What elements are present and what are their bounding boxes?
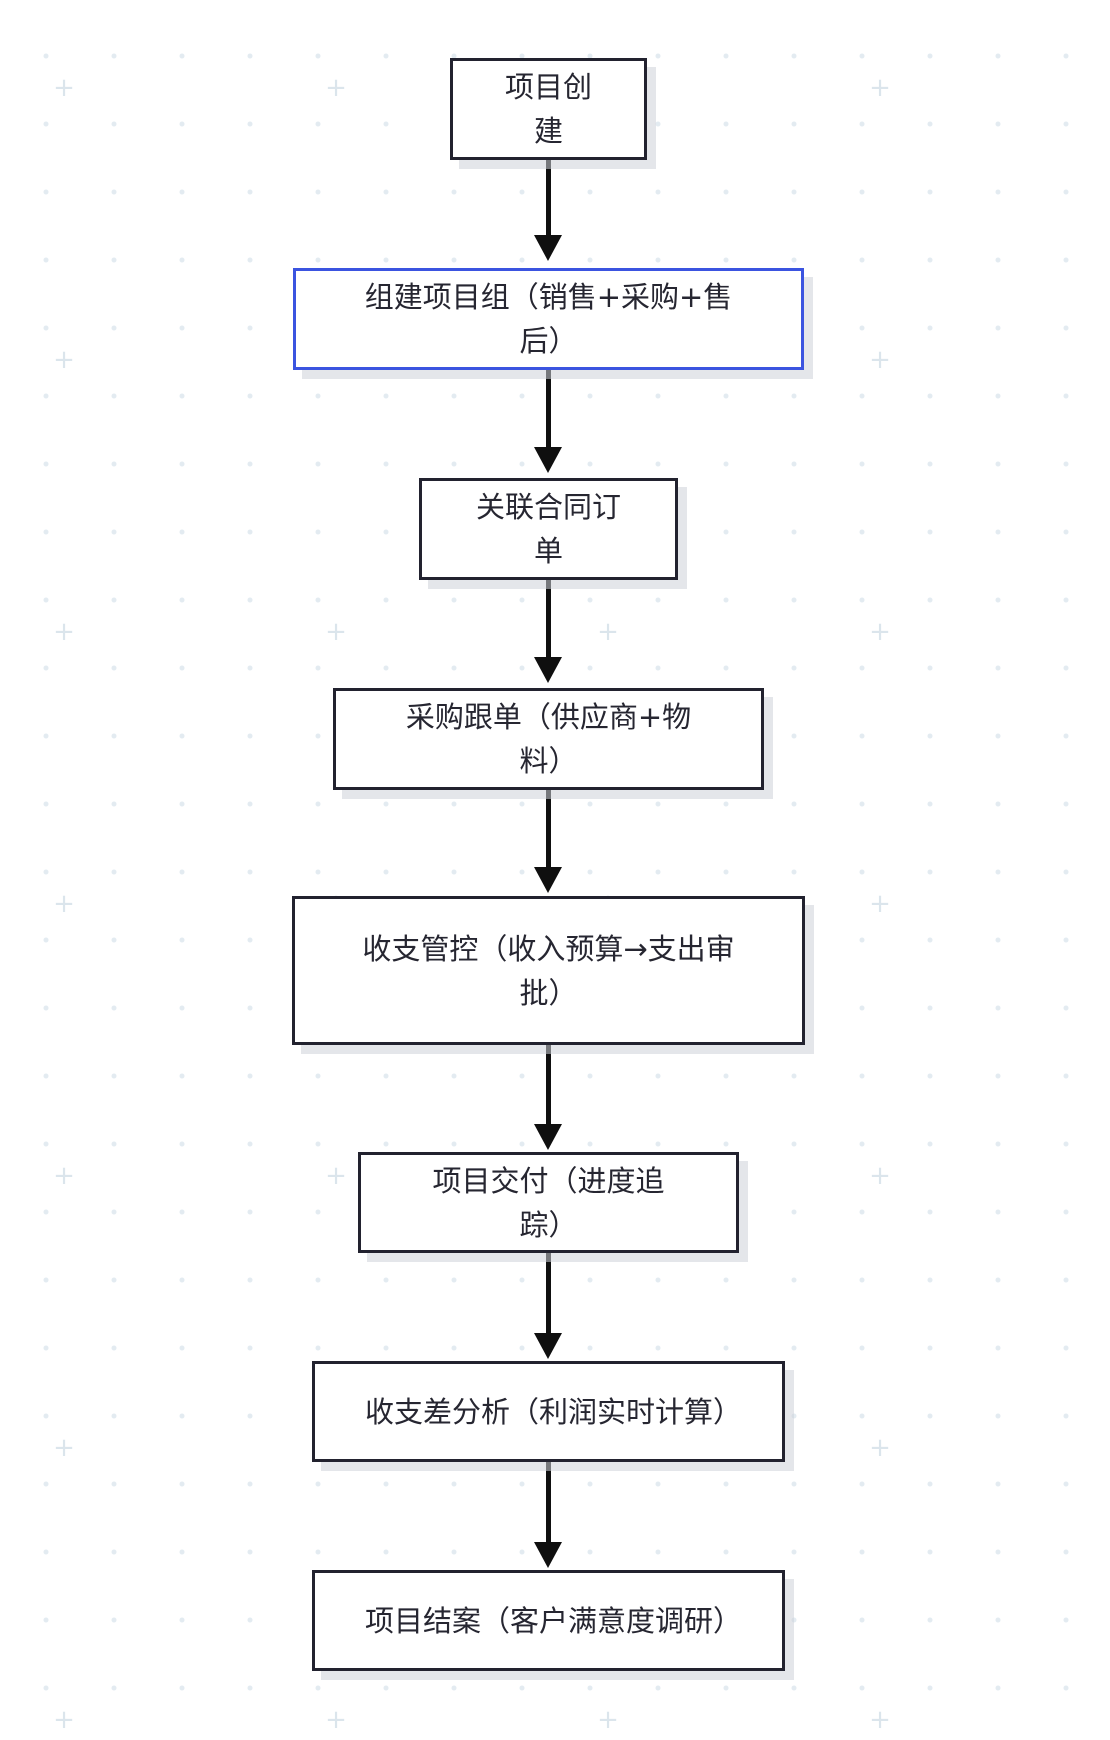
- node-purchase-tracking[interactable]: 采购跟单（供应商+物料）: [333, 688, 764, 790]
- node-label: 收支管控（收入预算→支出审批）: [362, 931, 735, 1010]
- grid-plus-marker: +: [53, 73, 75, 103]
- grid-plus-marker: +: [869, 345, 891, 375]
- grid-plus-marker: +: [53, 345, 75, 375]
- grid-plus-marker: +: [325, 73, 347, 103]
- grid-plus-marker: +: [869, 73, 891, 103]
- node-project-close[interactable]: 项目结案（客户满意度调研）: [312, 1570, 785, 1671]
- grid-plus-marker: +: [325, 1161, 347, 1191]
- grid-plus-marker: +: [325, 617, 347, 647]
- node-project-delivery[interactable]: 项目交付（进度追踪）: [358, 1152, 739, 1253]
- grid-plus-marker: +: [597, 1705, 619, 1735]
- grid-plus-marker: +: [869, 1705, 891, 1735]
- grid-plus-marker: +: [53, 889, 75, 919]
- node-label: 项目结案（客户满意度调研）: [365, 1603, 743, 1638]
- grid-plus-marker: +: [869, 1433, 891, 1463]
- grid-plus-marker: +: [53, 1433, 75, 1463]
- node-link-contract[interactable]: 关联合同订单: [419, 478, 678, 580]
- node-profit-analysis[interactable]: 收支差分析（利润实时计算）: [312, 1361, 785, 1462]
- node-label: 关联合同订单: [475, 490, 621, 568]
- node-label: 收支差分析（利润实时计算）: [365, 1394, 743, 1429]
- grid-plus-marker: +: [325, 1705, 347, 1735]
- node-income-expense-control[interactable]: 收支管控（收入预算→支出审批）: [292, 896, 805, 1045]
- node-label: 采购跟单（供应商+物料）: [405, 700, 692, 778]
- node-build-team[interactable]: 组建项目组（销售+采购+售后）: [293, 268, 804, 370]
- grid-plus-marker: +: [597, 617, 619, 647]
- node-project-create[interactable]: 项目创建: [450, 58, 647, 160]
- grid-plus-marker: +: [53, 617, 75, 647]
- grid-plus-marker: +: [53, 1705, 75, 1735]
- node-label: 组建项目组（销售+采购+售后）: [364, 280, 733, 358]
- node-label: 项目创建: [504, 70, 592, 148]
- grid-plus-marker: +: [53, 1161, 75, 1191]
- node-label: 项目交付（进度追踪）: [432, 1163, 665, 1242]
- grid-plus-marker: +: [869, 889, 891, 919]
- grid-plus-marker: +: [869, 617, 891, 647]
- grid-plus-marker: +: [869, 1161, 891, 1191]
